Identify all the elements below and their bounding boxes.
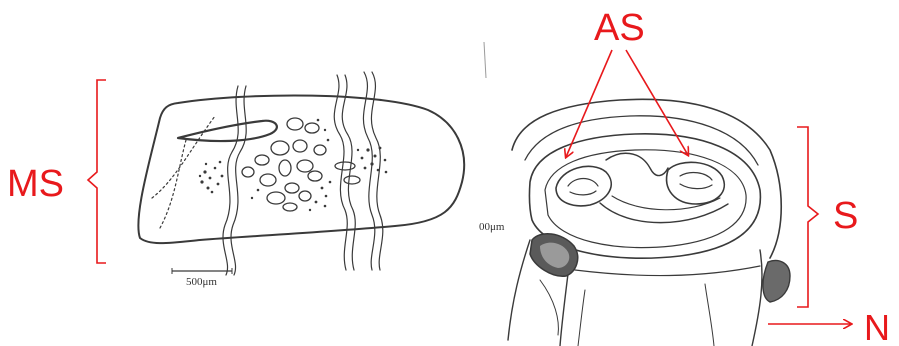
dot-cluster-left bbox=[199, 161, 224, 194]
n-label: N bbox=[864, 307, 890, 346]
ms-label: MS bbox=[7, 163, 64, 205]
specimen-s-drawing bbox=[484, 42, 790, 346]
scale-bar-left: 500μm bbox=[172, 268, 232, 288]
s-label: S bbox=[833, 195, 858, 237]
n-annotation: N bbox=[768, 307, 890, 346]
scale-label-right: 00μm bbox=[479, 221, 505, 233]
as-label: AS bbox=[594, 7, 645, 49]
lateral-body-right bbox=[763, 261, 790, 302]
s-annotation: S bbox=[797, 127, 858, 307]
specimen-ms-drawing bbox=[138, 72, 464, 275]
ms-annotation: MS bbox=[7, 80, 106, 263]
scale-label-left: 500μm bbox=[186, 276, 217, 288]
